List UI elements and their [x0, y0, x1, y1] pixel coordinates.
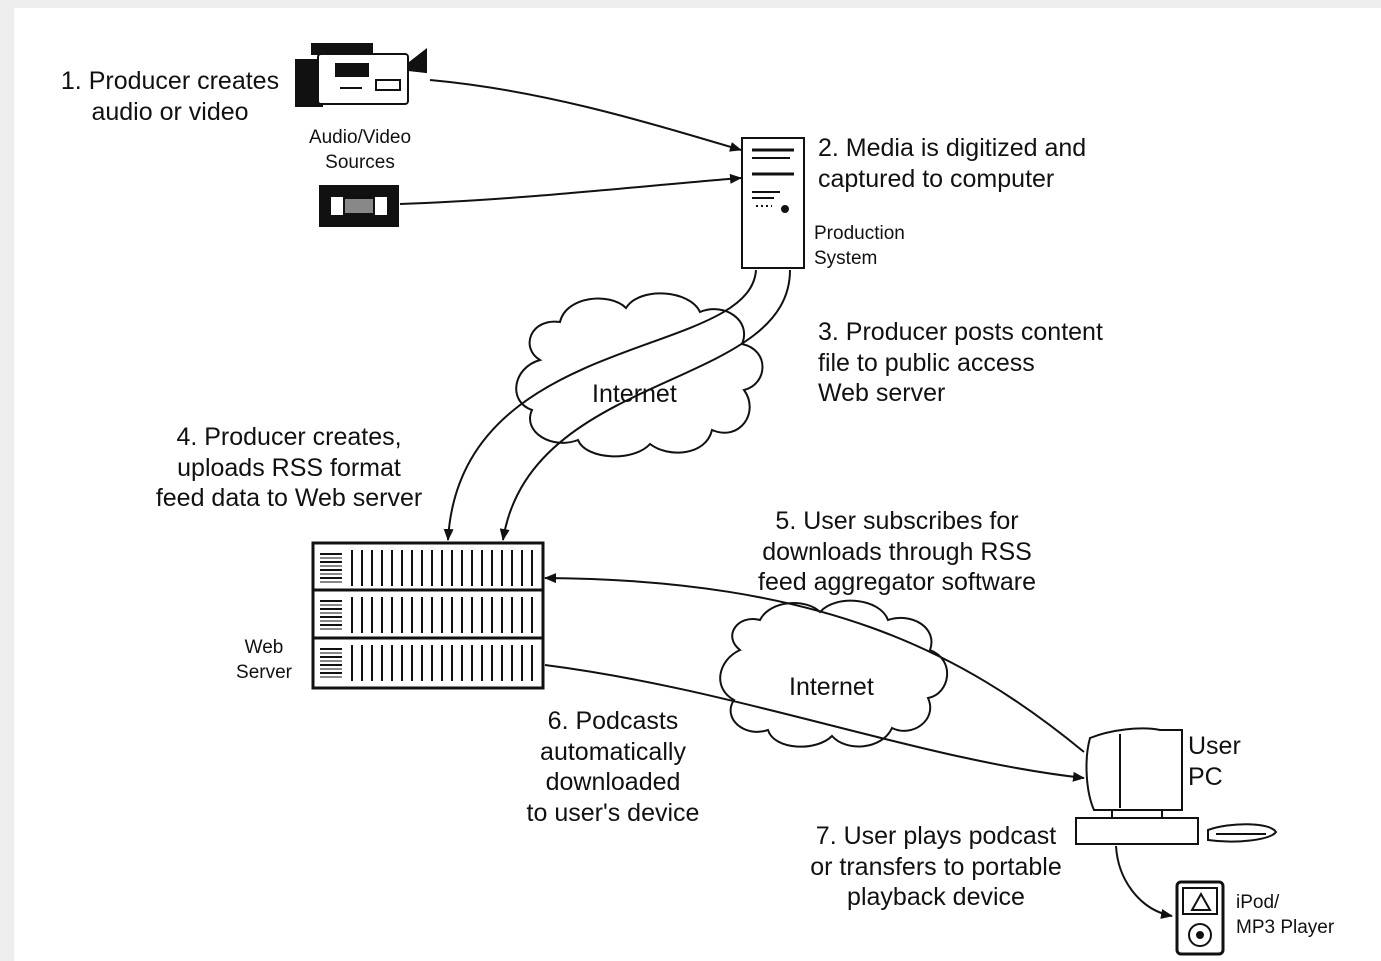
user-pc-label: User PC [1188, 732, 1241, 791]
arrow-server-to-pc-download [544, 664, 1085, 782]
step-7-label: 7. User plays podcast or transfers to po… [810, 822, 1062, 911]
step-2-label: 2. Media is digitized and captured to co… [818, 134, 1087, 193]
video-camera-icon [295, 43, 427, 107]
production-computer-icon [741, 137, 805, 269]
arrow-pc-to-ipod [1115, 845, 1173, 919]
user-pc-icon [1075, 727, 1278, 845]
step-4-label: 4. Producer creates, uploads RSS format … [155, 423, 423, 512]
video-tape-icon [319, 185, 399, 227]
internet-2-label: Internet [789, 673, 874, 701]
production-system-label: Production System [814, 223, 905, 269]
step-6-label: 6. Podcasts automatically downloaded to … [526, 707, 700, 827]
ipod-icon [1175, 880, 1225, 956]
arrow-production-to-server-feed [443, 269, 757, 541]
server-rack-unit [320, 597, 533, 633]
step-1-label: 1. Producer creates audio or video [60, 67, 280, 126]
arrow-camera-to-production [429, 79, 742, 152]
server-rack-unit [320, 645, 533, 681]
ipod-label: iPod/ MP3 Player [1236, 892, 1335, 938]
server-rack-unit [320, 550, 533, 586]
arrow-production-to-server-content [499, 269, 791, 541]
arrow-pc-to-server-subscribe [544, 573, 1085, 753]
internet-1-label: Internet [592, 380, 677, 408]
web-server-icon [311, 541, 545, 690]
arrow-tape-to-production [399, 173, 742, 205]
internet-cloud-2 [719, 599, 948, 748]
audio-video-sources-label: Audio/Video Sources [308, 127, 412, 173]
web-server-label: Web Server [236, 637, 292, 683]
step-5-label: 5. User subscribes for downloads through… [758, 507, 1036, 596]
internet-cloud-1 [515, 292, 764, 458]
step-3-label: 3. Producer posts content file to public… [818, 318, 1103, 407]
